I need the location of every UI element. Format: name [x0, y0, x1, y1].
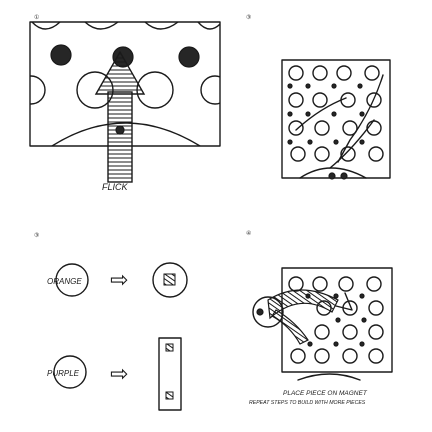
magnet-chip: [165, 343, 174, 352]
dot-outline: [30, 75, 46, 105]
flick-arrow-head: [94, 50, 146, 95]
filled-dot: [50, 44, 72, 66]
arrow-head: [335, 292, 353, 311]
flick-caption: FLICK: [102, 182, 129, 192]
orange-label: ORANGE: [47, 277, 82, 286]
flick-arrow-shaft: [107, 91, 133, 183]
panel-2-number: ③: [246, 14, 251, 21]
panel-4-number: ④: [246, 230, 251, 237]
piece-dot: [328, 172, 336, 180]
magnet-dome: [297, 373, 361, 381]
magnet-chip: [165, 391, 174, 400]
magnet-chip: [163, 273, 176, 286]
panel-place: ④ PLACE PIECE ON MAGNET REPEAT STEPS TO …: [246, 230, 393, 406]
held-piece: [252, 296, 284, 328]
motion-line: [329, 119, 375, 169]
arrow-icon: ⇨: [110, 268, 128, 293]
panel-colors: ③ ORANGE ⇨ PURPLE ⇨: [34, 232, 188, 411]
orange-result-piece: [152, 262, 188, 298]
purple-piece: [53, 355, 87, 389]
arrow-icon: ⇨: [110, 362, 128, 387]
panel-flick: ① FLICK: [29, 14, 221, 192]
panel-1-number: ①: [34, 14, 39, 21]
place-arrow: [271, 309, 309, 345]
panel-3-number: ③: [34, 232, 39, 239]
grid-small-dots: [287, 83, 365, 145]
grid-small-dots: [305, 293, 367, 347]
purple-label: PURPLE: [47, 369, 80, 378]
place-arrow: [267, 289, 339, 320]
dot-outline: [200, 75, 220, 105]
filled-dot: [178, 46, 200, 68]
repeat-caption: REPEAT STEPS TO BUILD WITH MORE PIECES: [249, 400, 366, 406]
purple-result-bar: [158, 337, 182, 411]
place-caption: PLACE PIECE ON MAGNET: [283, 390, 368, 397]
piece-dot: [256, 308, 264, 316]
orange-piece: [55, 263, 89, 297]
piece-dot: [340, 172, 348, 180]
motion-line: [295, 97, 347, 131]
piece-dot: [115, 125, 125, 135]
grid-circles: [288, 276, 384, 364]
motion-line: [337, 74, 384, 163]
grid-board-frame: [281, 59, 391, 179]
panel-grid: ③: [246, 14, 391, 180]
magnet-dome: [299, 167, 367, 179]
